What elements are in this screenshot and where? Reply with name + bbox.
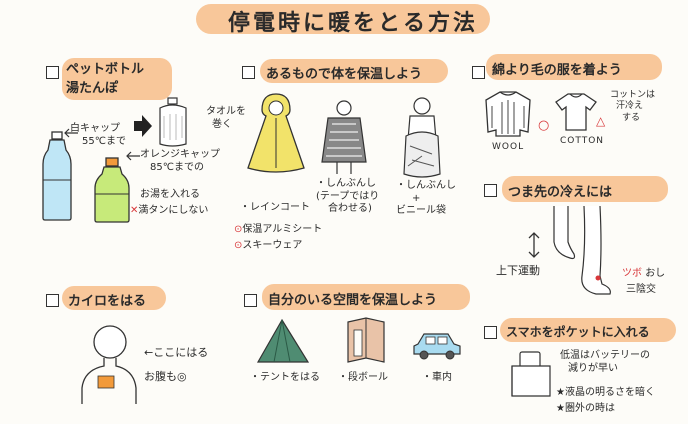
phone-pocket-icon: [511, 351, 551, 397]
raincoat-figure-icon: [247, 93, 305, 173]
car-label: ・車内: [422, 372, 452, 383]
section-title-warm-body: あるもので体を保温しよう: [266, 67, 423, 82]
sweater-icon: [485, 91, 531, 137]
section-highlight: [62, 286, 166, 310]
tent-icon: [256, 318, 310, 363]
phone-tip-2: ★圏外の時は: [556, 403, 615, 414]
ski-wear-label: ⊙スキーウェア: [234, 240, 303, 251]
phone-tip-1: ★液晶の明るさを暗く: [556, 387, 655, 398]
section-highlight: [62, 58, 172, 100]
section-title-toes: つま先の冷えには: [508, 185, 613, 200]
checkbox-icon[interactable]: [244, 294, 257, 307]
section-highlight: [502, 176, 668, 202]
section-highlight: [486, 54, 662, 80]
checkbox-icon[interactable]: [484, 326, 497, 339]
section-highlight: [500, 318, 676, 342]
section-title-phone: スマホをポケットに入れる: [506, 325, 650, 339]
triangle-mark: △: [596, 114, 606, 128]
legs-icon: [553, 205, 611, 295]
newspaper-bag-label: ・しんぶんし + ビニール袋: [396, 180, 456, 216]
towel-bottle-icon: [159, 97, 187, 147]
tshirt-icon: [555, 93, 597, 131]
car-icon: [413, 333, 461, 360]
cotton-note: コットンは 汗冷え する: [610, 90, 656, 123]
kairo-belly-label: お腹も◎: [144, 370, 187, 383]
section-title-space: 自分のいる空間を保温しよう: [268, 293, 438, 308]
white-cap-label: 白キャップ 55℃まで: [70, 123, 126, 147]
not-full-label: ✕満タンにしない: [130, 205, 209, 216]
cardboard-label: ・段ボール: [338, 372, 388, 383]
pet-bottle-icon: [42, 131, 72, 221]
section-title-pet-bottle: ペットボトル 湯たんぽ: [66, 62, 145, 96]
kairo-here-label: ←ここにはる: [144, 346, 209, 359]
arrow-icon: [64, 128, 78, 138]
checkbox-icon[interactable]: [472, 66, 485, 79]
title-highlight: [196, 4, 490, 34]
phone-note: 低温はバッテリーの 減りが早い: [560, 350, 650, 374]
red-circle-dot-icon: ⊙: [234, 224, 243, 235]
checkbox-icon[interactable]: [242, 66, 255, 79]
section-highlight: [262, 284, 470, 310]
press-point-label: ツボ おし: [622, 268, 666, 279]
page-title: 停電時に暖をとる方法: [228, 11, 479, 36]
newspaper-label: ・しんぶんし (テープではり 合わせる): [316, 178, 380, 214]
updown-label: 上下運動: [496, 264, 540, 277]
checkbox-icon[interactable]: [46, 294, 59, 307]
cotton-label: COTTON: [560, 136, 605, 146]
arrow-right-icon: [134, 115, 152, 137]
bag-figure-icon: [403, 97, 441, 178]
updown-arrow-icon: [528, 232, 540, 258]
pet-bottle-orange-cap-icon: [94, 157, 130, 223]
tent-label: ・テントをはる: [250, 372, 320, 383]
circle-mark: ○: [538, 118, 550, 133]
newspaper-figure-icon: [321, 100, 367, 174]
wrap-towel-label: タオルを 巻く: [206, 106, 246, 130]
checkbox-icon[interactable]: [484, 184, 497, 197]
sanin-label: 三陰交: [626, 284, 656, 295]
cross-mark: ✕: [130, 205, 139, 216]
checkbox-icon[interactable]: [46, 66, 59, 79]
cardboard-icon: [347, 317, 385, 363]
section-title-wool: 綿より毛の服を着よう: [492, 63, 622, 78]
wool-label: WOOL: [492, 142, 525, 152]
arrow-icon: [126, 151, 140, 161]
person-kairo-icon: [81, 325, 137, 404]
orange-cap-label: オレンジキャップ 85℃までの: [140, 149, 220, 173]
raincoat-label: ・レインコート: [240, 202, 310, 213]
section-highlight: [260, 59, 448, 83]
pour-hot-water-label: お湯を入れる: [140, 189, 200, 200]
alu-sheet-label: ⊙保温アルミシート: [234, 224, 323, 235]
section-title-kairo: カイロをはる: [68, 294, 147, 309]
red-circle-dot-icon: ⊙: [234, 240, 243, 251]
